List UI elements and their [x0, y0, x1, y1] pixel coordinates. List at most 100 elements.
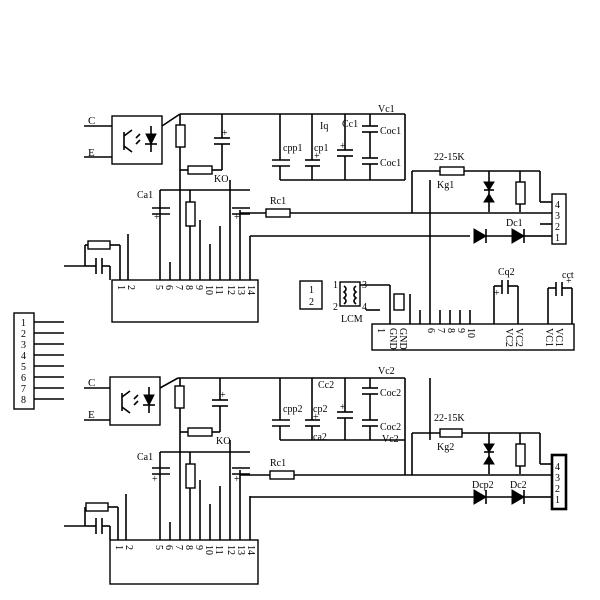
svg-text:3: 3	[21, 340, 26, 351]
coc2-top-label: Coc2	[380, 388, 401, 399]
optocoupler-2	[109, 376, 161, 426]
channel-2: C E Vc2 + KO cpp	[64, 366, 568, 585]
center-block: 1 2 1 2 3 4 LCM 1 GND GND 6 7 8 9 10 VC2…	[299, 267, 575, 351]
svg-text:1: 1	[555, 233, 560, 244]
svg-text:2: 2	[309, 297, 314, 308]
dcp2-label: Dcp2	[472, 480, 494, 491]
svg-text:7: 7	[173, 545, 184, 550]
svg-text:8: 8	[21, 395, 26, 406]
kg1-label: Kg1	[437, 180, 454, 191]
ko-label: KO	[214, 174, 228, 185]
cct-label: cct	[562, 270, 574, 281]
ic-2	[109, 539, 259, 585]
svg-text:+: +	[234, 474, 240, 485]
input-c2-label: C	[88, 377, 95, 389]
cp1-label: cp1	[314, 143, 328, 154]
svg-text:+: +	[234, 212, 240, 223]
svg-text:6: 6	[21, 373, 26, 384]
coc2-bottom-label: Coc2	[380, 422, 401, 433]
svg-text:2: 2	[123, 545, 134, 550]
coc1-bottom-label: Coc1	[380, 158, 401, 169]
svg-text:11: 11	[213, 545, 224, 555]
svg-text:7: 7	[435, 328, 446, 333]
input-c-label: C	[88, 115, 95, 127]
vc1-label: Vc1	[378, 104, 395, 115]
svg-text:10: 10	[203, 285, 214, 295]
svg-text:+: +	[340, 141, 346, 152]
svg-text:1: 1	[333, 280, 338, 291]
svg-text:+: +	[314, 151, 320, 162]
kg2-label: Kg2	[437, 442, 454, 453]
svg-text:2: 2	[125, 285, 136, 290]
coc1-top-label: Coc1	[380, 126, 401, 137]
svg-text:GND: GND	[397, 328, 408, 350]
svg-text:14: 14	[245, 285, 256, 295]
svg-text:VC1: VC1	[543, 328, 554, 347]
svg-text:13: 13	[235, 285, 246, 295]
connector-1	[551, 193, 567, 245]
svg-text:9: 9	[455, 328, 466, 333]
svg-text:5: 5	[153, 285, 164, 290]
ic-1	[111, 279, 259, 323]
input-e2-label: E	[88, 409, 95, 421]
svg-text:+: +	[152, 474, 158, 485]
svg-text:+: +	[340, 402, 346, 413]
ic1-pin-labels: 1 2 5 6 7 8 9 10 11 12 13 14	[115, 285, 256, 295]
ca1-label: Ca1	[137, 190, 153, 201]
connector-2	[550, 453, 568, 511]
svg-text:7: 7	[21, 384, 26, 395]
ca1-2-label: Ca1	[137, 452, 153, 463]
cpp1-label: cpp1	[283, 143, 302, 154]
ca2-label: ca2	[313, 432, 327, 443]
svg-text:+: +	[566, 276, 572, 287]
svg-text:8: 8	[183, 285, 194, 290]
svg-text:6: 6	[163, 285, 174, 290]
svg-text:2: 2	[21, 329, 26, 340]
svg-text:5: 5	[153, 545, 164, 550]
lcm-transformer	[339, 281, 361, 307]
lcm-label: LCM	[341, 314, 363, 325]
svg-text:4: 4	[21, 351, 26, 362]
ko2-label: KO	[216, 436, 230, 447]
iq-label: Iq	[320, 121, 328, 132]
rc1-2-label: Rc1	[270, 458, 286, 469]
svg-text:3: 3	[555, 473, 560, 484]
svg-text:13: 13	[235, 545, 246, 555]
svg-text:2: 2	[555, 222, 560, 233]
svg-text:4: 4	[555, 200, 560, 211]
svg-text:VC1: VC1	[553, 328, 564, 347]
svg-text:14: 14	[245, 545, 256, 555]
cp2-label: cp2	[313, 404, 327, 415]
svg-text:1: 1	[115, 285, 126, 290]
ic2-pin-labels: 1 2 5 6 7 8 9 10 11 12 13 14	[113, 545, 256, 555]
vc2-top-label: Vc2	[378, 366, 395, 377]
center-left-connector	[299, 280, 323, 310]
svg-text:6: 6	[163, 545, 174, 550]
svg-text:GND: GND	[387, 328, 398, 350]
cpp2-label: cpp2	[283, 404, 302, 415]
svg-text:10: 10	[465, 328, 476, 338]
svg-text:12: 12	[225, 545, 236, 555]
rc1-label: Rc1	[270, 196, 286, 207]
svg-text:3: 3	[555, 211, 560, 222]
svg-text:+: +	[494, 288, 500, 299]
svg-text:8: 8	[445, 328, 456, 333]
svg-text:+: +	[154, 212, 160, 223]
svg-text:12: 12	[225, 285, 236, 295]
svg-text:+: +	[313, 412, 319, 423]
svg-text:11: 11	[213, 285, 224, 295]
optocoupler-1	[111, 115, 163, 165]
mcu-chip	[371, 323, 575, 351]
mcu-pin-labels: 1 GND GND 6 7 8 9 10 VC2 VC2 VC1 VC1	[375, 328, 564, 350]
input-e-label: E	[88, 147, 95, 159]
svg-text:1: 1	[555, 495, 560, 506]
svg-text:8: 8	[183, 545, 194, 550]
svg-text:10: 10	[203, 545, 214, 555]
cq2-label: Cq2	[498, 267, 515, 278]
dc2-label: Dc2	[510, 480, 527, 491]
svg-text:+: +	[220, 390, 226, 401]
svg-text:6: 6	[425, 328, 436, 333]
svg-text:2: 2	[555, 484, 560, 495]
cc2-label: Cc2	[318, 380, 334, 391]
